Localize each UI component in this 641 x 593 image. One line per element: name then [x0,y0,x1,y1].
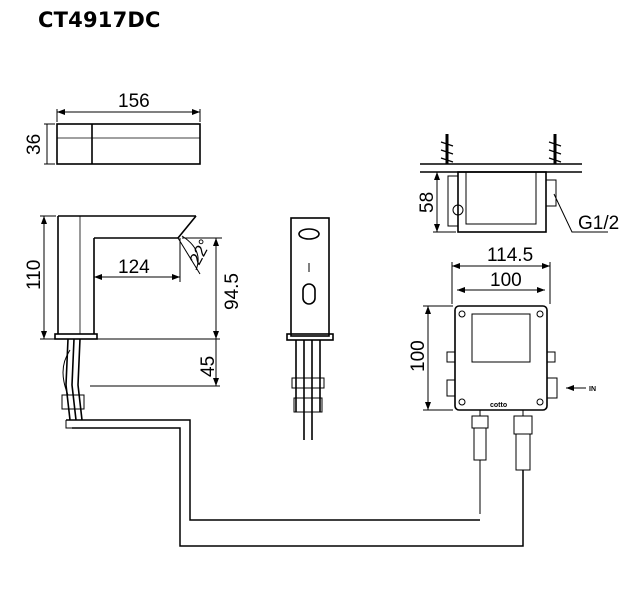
thread-label: G1/2 [578,213,619,234]
inlet-label: IN [589,386,596,393]
dim-base-height: 45 [198,356,219,377]
brand-label: cotto [490,402,507,409]
dim-top-length: 156 [118,91,150,112]
side-view [40,215,222,421]
dim-top-height: 36 [24,134,45,155]
dim-spout-angle: 22° [186,236,215,268]
cable-routing [65,419,524,547]
front-view [286,217,334,440]
dim-box-outer-width: 114.5 [487,245,533,266]
model-title: CT4917DC [38,8,161,32]
dim-spout-drop: 94.5 [222,273,243,310]
top-view [44,109,201,165]
dim-box-depth: 100 [408,340,429,372]
dim-box-inner-width: 100 [490,270,522,291]
dim-box-height: 58 [417,192,438,213]
box-front-view [423,262,586,514]
box-side-view [420,134,608,233]
dim-spout-reach: 124 [118,257,150,278]
dim-spout-height: 110 [24,260,45,290]
